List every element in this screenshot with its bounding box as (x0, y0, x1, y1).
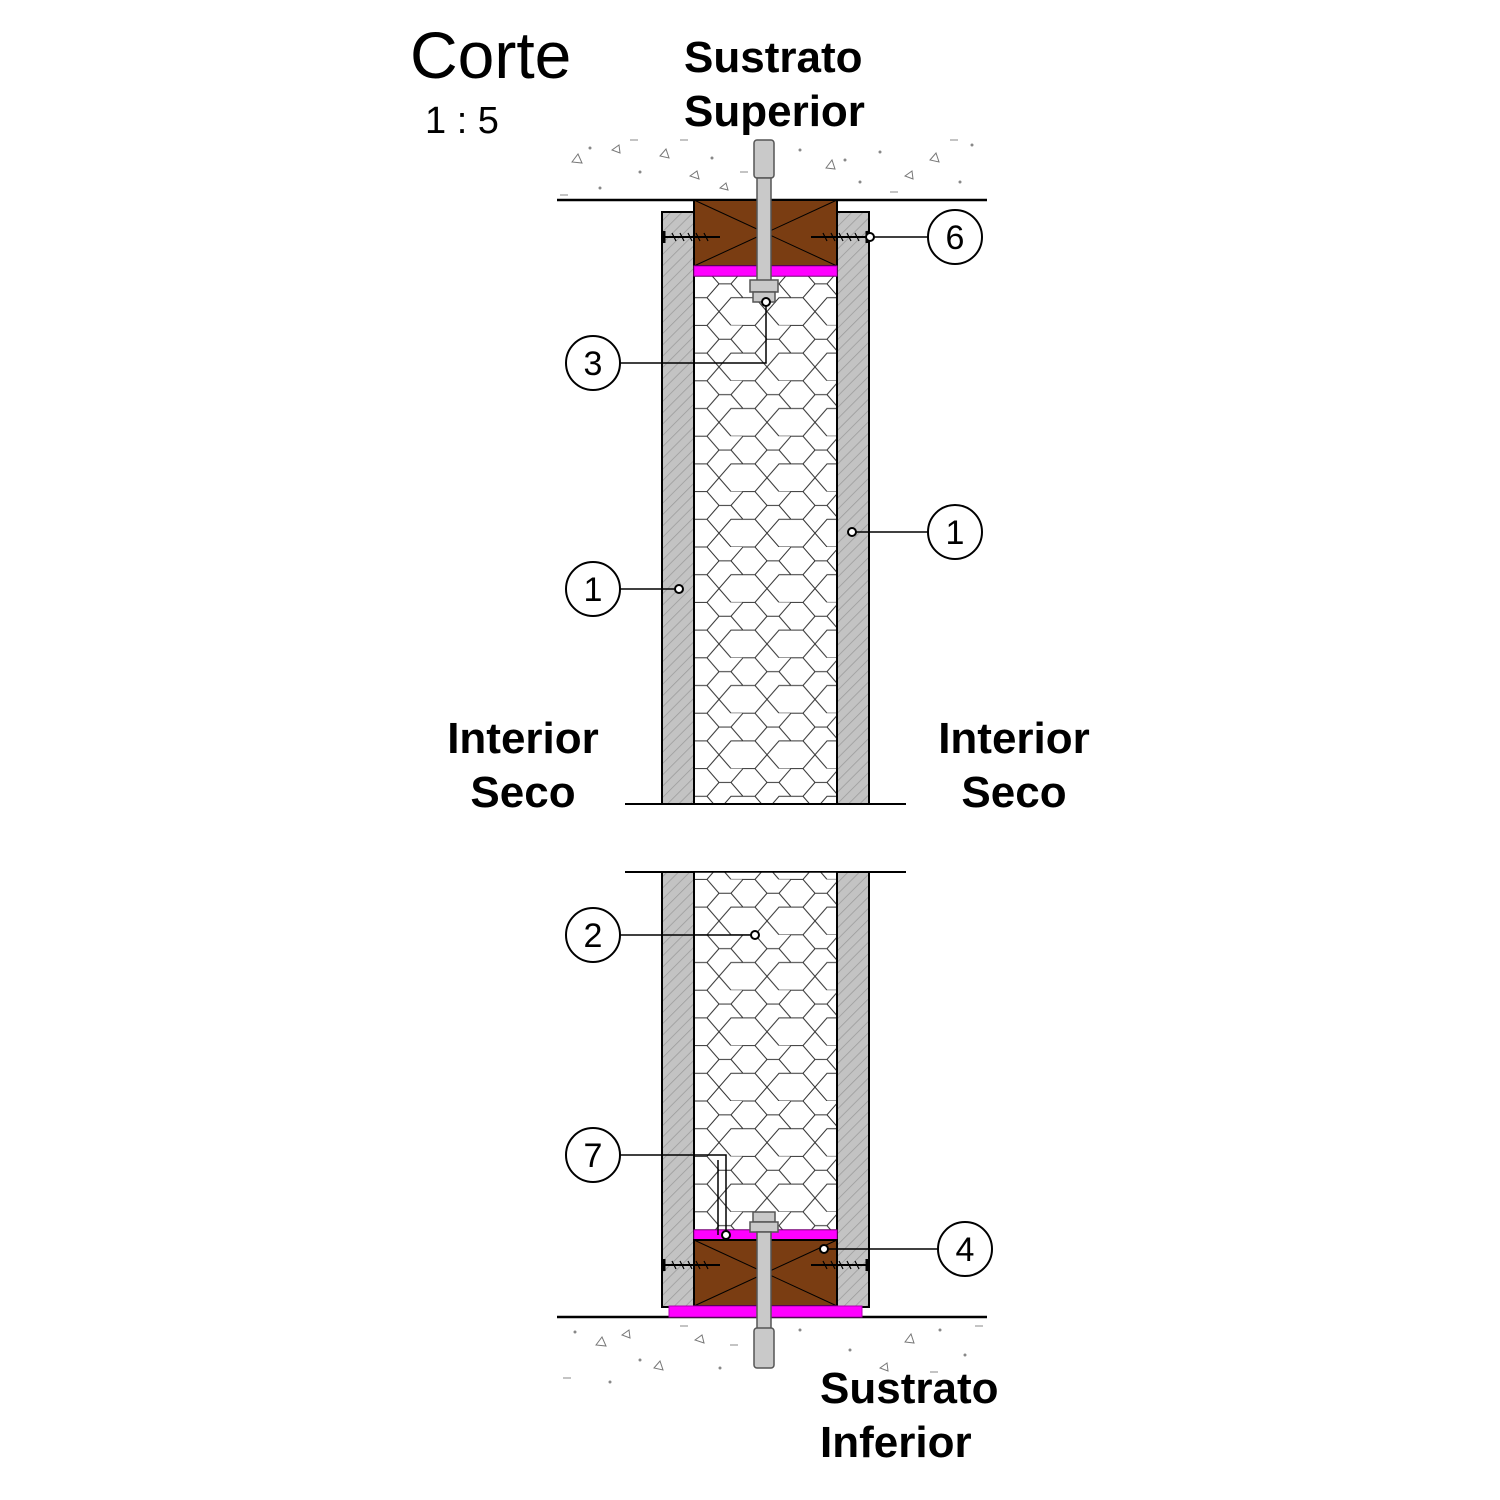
svg-text:7: 7 (584, 1137, 603, 1175)
insulation-core-lower (693, 871, 838, 1231)
top-left-screw (662, 231, 720, 243)
left-side-label-line2: Seco (470, 768, 575, 817)
left-side-label-line1: Interior (447, 714, 599, 763)
drawing-scale: 1 : 5 (425, 100, 499, 142)
top-substrate-label-line2: Superior (684, 87, 865, 136)
bottom-left-screw (662, 1259, 720, 1271)
svg-text:1: 1 (584, 571, 603, 609)
left-board-lower (661, 871, 695, 1308)
callout-7: 7 (565, 1127, 731, 1240)
right-board-lower (836, 871, 870, 1308)
callout-6: 6 (865, 209, 983, 265)
svg-text:3: 3 (584, 345, 603, 383)
left-board-upper (661, 211, 695, 805)
callout-4: 4 (819, 1221, 993, 1277)
right-side-label-line2: Seco (961, 768, 1066, 817)
right-side-label-line1: Interior (938, 714, 1090, 763)
top-anchor-bolt (749, 139, 779, 303)
bottom-anchor-bolt (749, 1211, 779, 1369)
bottom-substrate-label-line2: Inferior (820, 1418, 972, 1467)
svg-text:1: 1 (946, 514, 965, 552)
svg-text:4: 4 (956, 1231, 975, 1269)
top-substrate-label-line1: Sustrato (684, 33, 862, 82)
drawing-title: Corte (410, 18, 571, 92)
right-board-upper (836, 211, 870, 805)
bottom-right-screw (811, 1259, 869, 1271)
callout-3: 3 (565, 297, 771, 391)
svg-text:2: 2 (584, 917, 603, 955)
bottom-substrate-label-line1: Sustrato (820, 1364, 998, 1413)
wall-lower-section (661, 871, 870, 1369)
svg-text:6: 6 (946, 219, 965, 257)
callout-1-left: 1 (565, 561, 684, 617)
callout-2: 2 (565, 907, 760, 963)
callout-1-right: 1 (847, 504, 983, 560)
wall-upper-section (661, 139, 870, 805)
